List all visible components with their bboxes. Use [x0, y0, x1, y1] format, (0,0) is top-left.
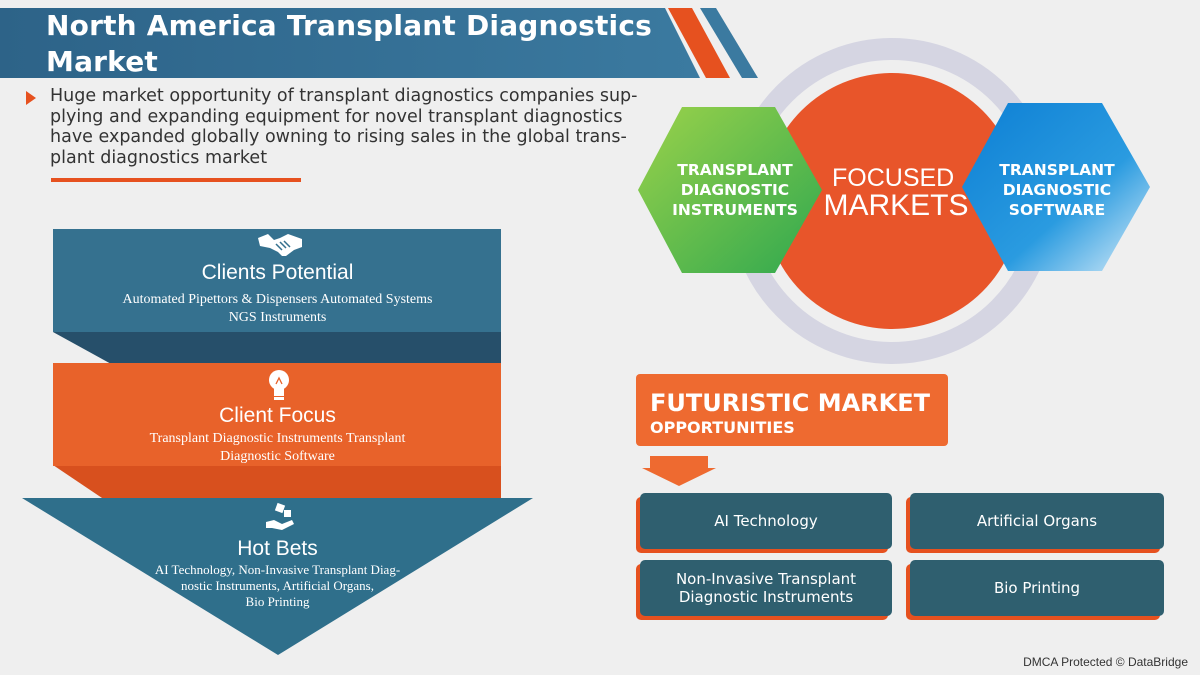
header-stripe-blue [700, 8, 758, 78]
client-focus-line1: Transplant Diagnostic Instruments Transp… [149, 431, 406, 446]
instruments-hex [638, 107, 822, 273]
instruments-hex-label: TRANSPLANT DIAGNOSTIC INSTRUMENTS [640, 160, 830, 220]
futuristic-banner [636, 374, 948, 446]
instruments-hex-line1: TRANSPLANT [677, 161, 793, 179]
hot-bets-line2: nostic Instruments, Artificial Organs, [181, 578, 374, 593]
focused-markets-graphic [638, 38, 1150, 364]
title-line-1: North America Transplant Diagnostics [46, 9, 653, 42]
software-hex-label: TRANSPLANT DIAGNOSTIC SOFTWARE [962, 160, 1152, 220]
title-line-2: Market [46, 45, 159, 78]
opportunity-ai-technology: AI Technology [640, 493, 892, 549]
instruments-hex-line3: INSTRUMENTS [672, 201, 798, 219]
software-hex-line1: TRANSPLANT [999, 161, 1115, 179]
futuristic-subtitle: OPPORTUNITIES [650, 418, 795, 437]
footer-credit: DMCA Protected © DataBridge [1023, 655, 1188, 669]
header-stripe-orange [668, 8, 730, 78]
down-arrow-icon [642, 456, 716, 486]
client-focus-title: Client Focus [219, 404, 336, 427]
opportunity-artificial-organs: Artificial Organs [910, 493, 1164, 549]
markets-label: MARKETS [823, 189, 969, 222]
hot-bets-title: Hot Bets [237, 537, 318, 560]
lightbulb-icon [269, 370, 289, 400]
clients-potential-line2: NGS Instruments [228, 310, 327, 325]
client-focus-line2: Diagnostic Software [220, 449, 335, 464]
hot-bets-line3: Bio Printing [245, 594, 310, 609]
handshake-icon [258, 234, 302, 256]
intro-underline [51, 178, 301, 182]
focused-circle [764, 73, 1020, 329]
software-hex [962, 103, 1150, 271]
intro-text: Huge market opportunity of transplant di… [50, 86, 638, 168]
hand-dice-icon [266, 502, 294, 530]
fold-1 [53, 332, 501, 365]
opportunity-bio-printing: Bio Printing [910, 560, 1164, 616]
software-hex-line3: SOFTWARE [1008, 201, 1106, 219]
focused-label: FOCUSED [832, 164, 955, 192]
software-hex-line2: DIAGNOSTIC [1002, 181, 1112, 199]
opportunity-non-invasive: Non-Invasive Transplant Diagnostic Instr… [640, 560, 892, 616]
bullet-arrow-icon [26, 91, 36, 105]
clients-potential-title: Clients Potential [201, 261, 354, 284]
hot-bets-triangle [22, 498, 533, 655]
instruments-hex-line2: DIAGNOSTIC [680, 181, 790, 199]
hot-bets-line1: AI Technology, Non-Invasive Transplant D… [154, 562, 401, 577]
page-title: North America Transplant Diagnostics Mar… [46, 8, 666, 80]
futuristic-title: FUTURISTIC MARKET [650, 389, 931, 417]
header-banner [0, 8, 758, 78]
clients-potential-line1: Automated Pipettors & Dispensers Automat… [122, 292, 433, 307]
fold-2 [53, 465, 501, 500]
